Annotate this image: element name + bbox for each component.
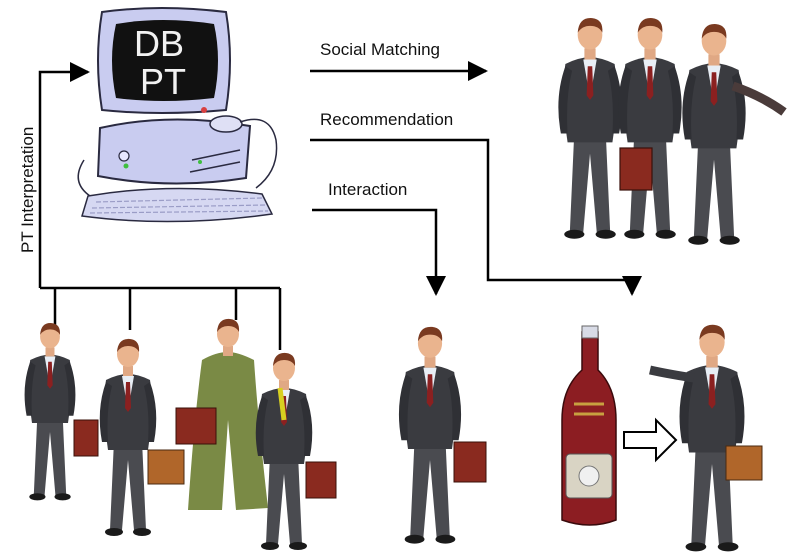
pt-interpretation-arrow <box>38 62 90 288</box>
briefcase-icon <box>73 419 99 457</box>
briefcase-icon <box>619 147 653 191</box>
interaction-arrow <box>312 208 446 296</box>
champagne-bottle-icon <box>561 325 617 526</box>
recommendation-scene <box>561 324 763 552</box>
briefcase-icon <box>725 445 763 481</box>
monitor-screen <box>112 20 218 101</box>
screen-text-pt: PT <box>140 61 186 102</box>
social-matching-label: Social Matching <box>320 40 441 59</box>
briefcase-icon <box>305 461 337 499</box>
recommendation-label: Recommendation <box>320 110 454 129</box>
computer-illustration: DB PT <box>77 7 278 223</box>
matched-group-figures <box>558 18 787 245</box>
briefcase-icon <box>147 449 185 485</box>
flow-lines <box>38 61 642 350</box>
screen-text-db: DB <box>134 23 184 64</box>
hollow-arrow-icon <box>623 417 678 463</box>
briefcase-icon <box>453 441 487 483</box>
interaction-figure <box>398 326 487 544</box>
people-group-figures <box>24 318 337 550</box>
interaction-label: Interaction <box>328 180 408 199</box>
briefcase-icon <box>175 407 217 445</box>
recommendation-arrow <box>310 138 642 296</box>
pt-interpretation-label: PT Interpretation <box>18 126 37 253</box>
